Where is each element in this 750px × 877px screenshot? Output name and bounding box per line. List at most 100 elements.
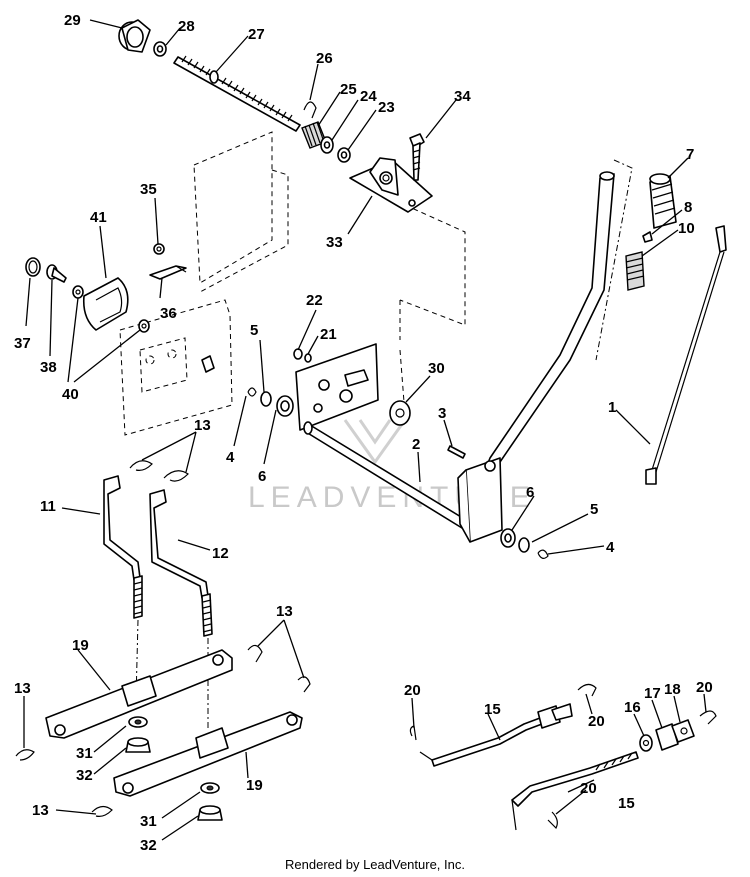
collar-6-right xyxy=(500,528,516,548)
callout-26: 26 xyxy=(316,50,333,67)
bolt-34 xyxy=(409,133,425,181)
rod-12 xyxy=(149,489,213,637)
callout-28: 28 xyxy=(178,18,195,35)
callout-20-mid: 20 xyxy=(588,713,605,730)
callout-35: 35 xyxy=(140,181,157,198)
callout-17: 17 xyxy=(644,685,661,702)
hairpin-13-top xyxy=(129,460,189,482)
callout-labels: 29 28 27 26 25 24 23 34 7 8 10 35 33 36 … xyxy=(14,12,713,854)
washer-5-right xyxy=(518,537,530,553)
callout-13-bottom: 13 xyxy=(32,802,49,819)
clip-36 xyxy=(149,265,187,280)
callout-41: 41 xyxy=(90,209,107,226)
screw-left xyxy=(201,355,215,373)
callout-25: 25 xyxy=(340,81,357,98)
knob-41 xyxy=(82,277,129,331)
callout-20-left: 20 xyxy=(404,682,421,699)
callout-4-right: 4 xyxy=(606,539,615,556)
callout-32-upper: 32 xyxy=(76,767,93,784)
washer-35 xyxy=(153,243,165,255)
lift-lever xyxy=(457,171,615,543)
hairpin-20 xyxy=(409,683,717,830)
lift-arm-19-upper xyxy=(45,649,233,739)
callout-6-right: 6 xyxy=(526,484,534,501)
callout-20-right: 20 xyxy=(696,679,713,696)
callout-24: 24 xyxy=(360,88,377,105)
rod-15-lower xyxy=(511,751,639,831)
callout-37: 37 xyxy=(14,335,31,352)
callout-22: 22 xyxy=(306,292,323,309)
callout-5-right: 5 xyxy=(590,501,598,518)
hairpin-13-lower xyxy=(15,644,311,817)
washer-5-left xyxy=(260,391,272,407)
callout-8: 8 xyxy=(684,199,692,216)
washer-31-lower xyxy=(200,782,220,794)
callout-38: 38 xyxy=(40,359,57,376)
spring-25 xyxy=(301,121,327,149)
washer-16 xyxy=(639,734,653,752)
callout-31-lower: 31 xyxy=(140,813,157,830)
callout-12: 12 xyxy=(212,545,229,562)
callout-40: 40 xyxy=(62,386,79,403)
washer-40 xyxy=(72,285,150,333)
callout-2: 2 xyxy=(412,436,420,453)
collar-6-left xyxy=(276,395,294,417)
clip-22-21 xyxy=(293,348,312,363)
block-17 xyxy=(655,723,679,751)
callout-34: 34 xyxy=(454,88,471,105)
callout-19-upper: 19 xyxy=(72,637,89,654)
callout-4: 4 xyxy=(226,449,235,466)
lever-dashed-axis xyxy=(595,159,633,361)
callout-13-left: 13 xyxy=(14,680,31,697)
rod-15-upper xyxy=(419,703,573,767)
callout-18: 18 xyxy=(664,681,681,698)
washer-28 xyxy=(153,41,167,57)
callout-32-lower: 32 xyxy=(140,837,157,854)
callout-15-lower: 15 xyxy=(618,795,635,812)
callout-36: 36 xyxy=(160,305,177,322)
callout-21: 21 xyxy=(320,326,337,343)
nut-32-upper xyxy=(125,737,151,753)
callout-7: 7 xyxy=(686,146,694,163)
rod-11 xyxy=(103,475,143,619)
threaded-rod-27 xyxy=(173,55,301,132)
callout-5: 5 xyxy=(250,322,258,339)
leader-lines xyxy=(23,19,707,841)
callout-16: 16 xyxy=(624,699,641,716)
pin-8 xyxy=(642,231,653,243)
callout-1: 1 xyxy=(608,399,616,416)
lift-arm-19-lower xyxy=(113,711,303,797)
grip-7 xyxy=(649,173,677,229)
washer-24 xyxy=(320,136,334,154)
callout-31-upper: 31 xyxy=(76,745,93,762)
callout-33: 33 xyxy=(326,234,343,251)
callout-29: 29 xyxy=(64,12,81,29)
washer-31-upper xyxy=(128,716,148,728)
callout-13: 13 xyxy=(194,417,211,434)
footer-credit: Rendered by LeadVenture, Inc. xyxy=(285,857,465,872)
bracket-33 xyxy=(349,157,433,213)
rod-1 xyxy=(645,225,727,485)
callout-19-lower: 19 xyxy=(246,777,263,794)
knob-29 xyxy=(118,19,151,53)
clip-4-left xyxy=(247,387,257,397)
washer-23 xyxy=(337,147,351,163)
spring-10 xyxy=(625,251,645,291)
callout-23: 23 xyxy=(378,99,395,116)
dashed-plate-outline xyxy=(119,299,233,436)
callout-10: 10 xyxy=(678,220,695,237)
callout-20-lower: 20 xyxy=(580,780,597,797)
trunnion-30 xyxy=(389,400,411,426)
clip-37 xyxy=(25,257,41,277)
pin-26 xyxy=(303,101,317,119)
callout-3: 3 xyxy=(438,405,446,422)
clip-4-right xyxy=(537,549,549,559)
bolt-38 xyxy=(46,264,67,283)
pin-3 xyxy=(447,445,466,459)
callout-6: 6 xyxy=(258,468,266,485)
callout-13-mid: 13 xyxy=(276,603,293,620)
callout-30: 30 xyxy=(428,360,445,377)
block-18 xyxy=(671,719,695,743)
callout-15-upper: 15 xyxy=(484,701,501,718)
